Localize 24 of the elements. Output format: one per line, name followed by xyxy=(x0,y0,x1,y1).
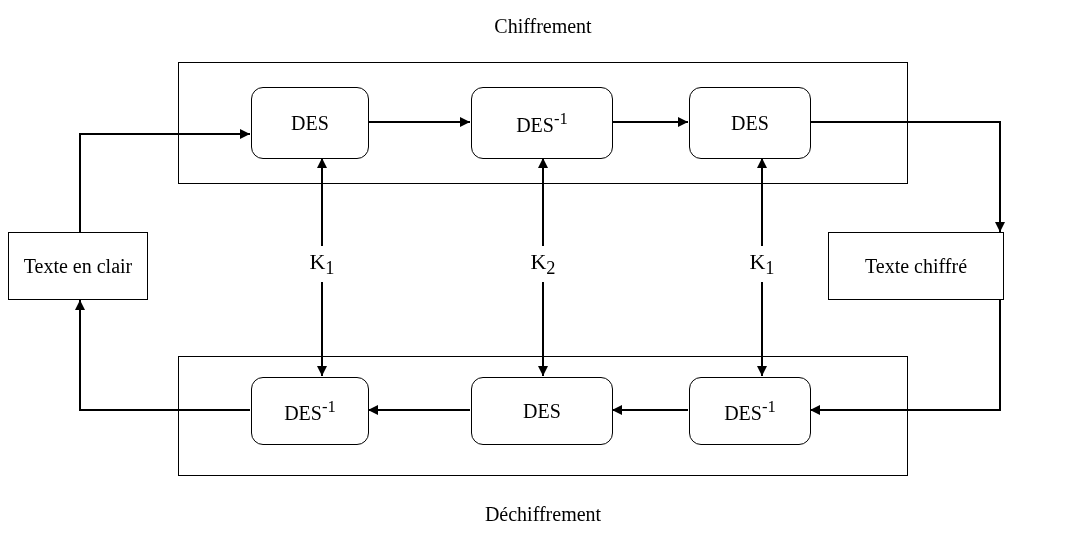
process-box: DES xyxy=(689,87,811,159)
output-box: Texte chiffré xyxy=(828,232,1004,300)
arrow xyxy=(367,117,471,127)
arrow xyxy=(538,281,548,377)
process-box: DES$^{-1}$ xyxy=(689,377,811,445)
arrow xyxy=(75,299,251,411)
arrow xyxy=(367,405,471,415)
arrow xyxy=(611,405,689,415)
process-box: DES xyxy=(471,377,613,445)
arrow xyxy=(757,281,767,377)
panel-title: Chiffrement xyxy=(494,15,592,37)
arrow xyxy=(611,117,689,127)
arrow xyxy=(809,299,1001,415)
arrow xyxy=(317,281,327,377)
arrow xyxy=(757,157,767,247)
arrow xyxy=(317,157,327,247)
process-box: DES$^{-1}$ xyxy=(251,377,369,445)
arrow xyxy=(79,129,251,233)
panel-title: Déchiffrement xyxy=(484,503,602,525)
process-box: DES$^{-1}$ xyxy=(471,87,613,159)
process-box: DES xyxy=(251,87,369,159)
input-box: Texte en clair xyxy=(8,232,148,300)
arrow xyxy=(538,157,548,247)
arrow xyxy=(809,121,1005,233)
